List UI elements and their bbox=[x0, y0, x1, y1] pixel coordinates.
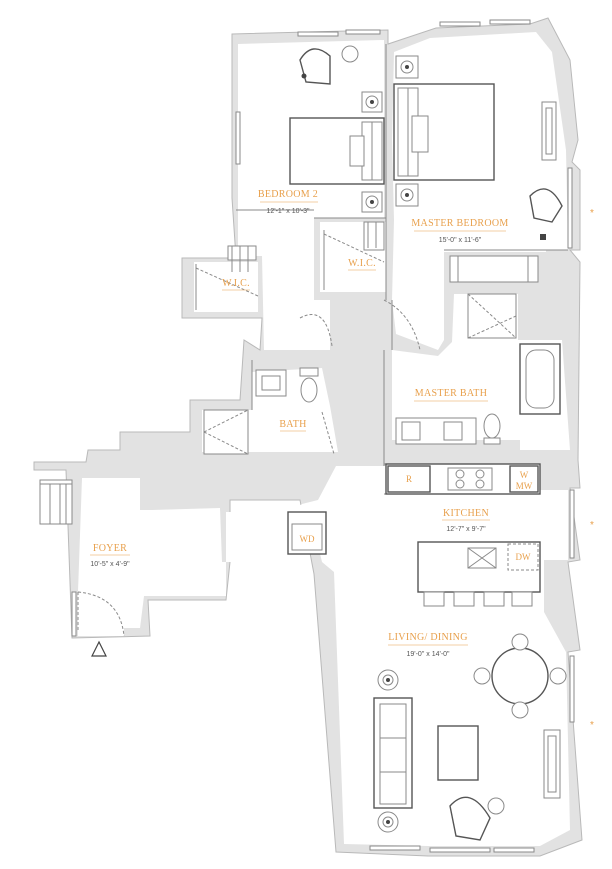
room-dim-kitchen: 12'-7" x 9'-7" bbox=[446, 526, 486, 533]
kitchen-counter bbox=[385, 463, 541, 495]
wic-center-shelves bbox=[323, 221, 385, 290]
window-mark-master-bedroom: * bbox=[590, 208, 594, 219]
room-dim-foyer: 10'-5" x 4'-9" bbox=[90, 561, 130, 568]
dishwasher-label: DW bbox=[516, 552, 531, 562]
room-label-master-bedroom: MASTER BEDROOM bbox=[411, 218, 508, 229]
room-dim-living-dining: 19'-0" x 14'-0" bbox=[406, 651, 450, 658]
washer-dryer-label: WD bbox=[300, 534, 315, 544]
master-nightstands bbox=[395, 55, 419, 207]
master-dresser bbox=[541, 101, 557, 161]
kitchen-island bbox=[417, 541, 541, 607]
wall-oven-label: W bbox=[520, 470, 529, 480]
room-dim-master-bedroom: 15'-0" x 11'-6" bbox=[439, 237, 482, 244]
window-mark-living: * bbox=[590, 720, 594, 731]
bath-fixtures bbox=[203, 367, 319, 455]
room-label-foyer: FOYER bbox=[93, 543, 127, 554]
foyer-closet bbox=[39, 483, 73, 525]
wic-left-shelves bbox=[195, 245, 257, 310]
room-label-bedroom2: BEDROOM 2 bbox=[258, 189, 318, 200]
microwave-label: MW bbox=[516, 481, 533, 491]
room-label-wic-center: W.I.C. bbox=[348, 258, 376, 269]
room-label-wic-left: W.I.C. bbox=[222, 278, 250, 289]
bedroom2-chair bbox=[299, 45, 359, 85]
master-chair bbox=[529, 188, 563, 240]
refrigerator-label: R bbox=[406, 474, 412, 484]
washer-dryer-closet bbox=[287, 511, 327, 555]
room-label-living-dining: LIVING/ DINING bbox=[388, 632, 467, 643]
windows bbox=[39, 19, 575, 853]
window-mark-kitchen: * bbox=[590, 520, 594, 531]
doors bbox=[77, 233, 421, 637]
bedroom2-nightstands bbox=[361, 91, 383, 213]
room-label-master-bath: MASTER BATH bbox=[415, 388, 487, 399]
bedroom2-bed bbox=[289, 117, 385, 185]
entry-triangle-icon bbox=[91, 640, 107, 657]
room-label-bath: BATH bbox=[279, 419, 306, 430]
room-label-kitchen: KITCHEN bbox=[443, 508, 489, 519]
room-dim-bedroom2: 12'-1" x 10'-3" bbox=[266, 208, 310, 215]
master-bath-fixtures bbox=[395, 255, 561, 445]
living-furniture bbox=[373, 669, 561, 841]
master-bed bbox=[393, 83, 495, 181]
dining-table bbox=[473, 633, 567, 719]
